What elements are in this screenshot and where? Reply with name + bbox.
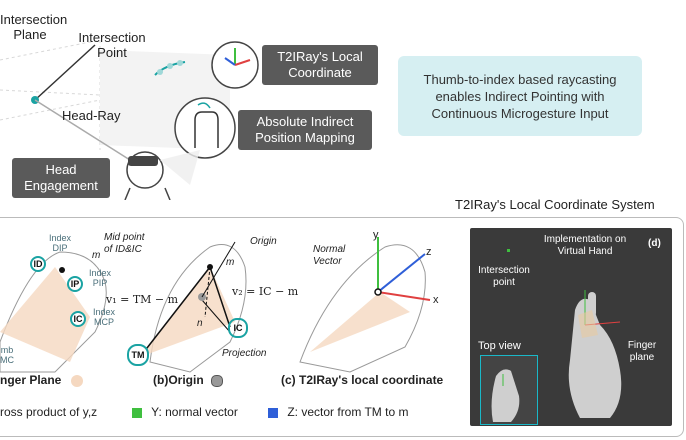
legend-z-text: Z: vector from TM to m (287, 405, 409, 419)
origin-swatch (211, 374, 223, 387)
legend-z: Z: vector from TM to m (268, 405, 408, 419)
summary-text: Thumb-to-index based raycasting enables … (423, 71, 617, 121)
projection-label: Projection (222, 348, 267, 359)
panel-a-caption: nger Plane (0, 373, 83, 387)
skin-swatch (70, 374, 83, 387)
section-title: T2IRay's Local Coordinate System (455, 197, 655, 212)
x-axis-label: x (433, 294, 439, 306)
panel-b-illustration (139, 241, 247, 373)
ip-joint-label: IP (70, 279, 80, 289)
index-mcp-label: Index MCP (92, 307, 116, 327)
midpoint-label: Mid point of ID&IC (104, 232, 145, 255)
v2-equation: v₂ = IC − m (232, 285, 299, 298)
intersection-plane-label: Intersection Plane (0, 12, 68, 42)
m-label-a: m (92, 250, 101, 261)
panel-c-caption: (c) T2IRay's local coordinate (281, 373, 444, 387)
coordinate-system-panel (0, 217, 684, 437)
normal-vector-label: Normal Vector (313, 244, 346, 267)
legend-z-swatch (268, 407, 278, 418)
virtual-hand-illustration (568, 290, 622, 418)
local-coordinate-box: T2IRay's Local Coordinate (262, 45, 378, 85)
legend-cross-text: ross product of y,z (0, 405, 98, 419)
intersection-point-label: Intersection Point (78, 30, 146, 60)
head-ray-label: Head-Ray (62, 108, 121, 123)
finger-plane-label: Finger plane (627, 340, 657, 363)
x-axis-line (377, 291, 431, 301)
panel-b-caption-text: (b)Origin (153, 373, 204, 387)
panel-a-illustration (0, 251, 107, 373)
legend-y-swatch (132, 407, 142, 418)
panel-b-caption: (b)Origin (153, 373, 223, 387)
intersection-point-label-d: Intersection point (478, 265, 530, 288)
index-pip-label: Index PIP (88, 268, 112, 288)
intersection-point-marker (507, 249, 510, 252)
legend-y: Y: normal vector (132, 405, 238, 419)
ic-joint-label: IC (73, 314, 83, 324)
n-label: n (197, 318, 203, 329)
ic-joint-label-b: IC (228, 318, 248, 338)
top-illustration (0, 39, 259, 200)
top-view-hand (491, 369, 520, 422)
tm-joint-label: TM (127, 344, 149, 366)
id-joint-label: ID (33, 259, 43, 269)
y-axis-label: y (373, 229, 379, 241)
thumb-cmc-label: mb MC (0, 345, 14, 365)
legend-y-text: Y: normal vector (151, 405, 238, 419)
origin-label: Origin (250, 236, 277, 247)
z-axis-label: z (426, 246, 432, 258)
position-mapping-box: Absolute Indirect Position Mapping (238, 110, 372, 150)
top-view-inset (480, 355, 538, 425)
virtual-hand-title: Implementation on Virtual Hand (543, 234, 627, 257)
m-label-b: m (226, 257, 235, 268)
head-engagement-box: Head Engagement (12, 158, 110, 198)
legend-cross: ross product of y,z (0, 405, 97, 419)
panel-c-illustration (299, 237, 431, 373)
z-axis-line (377, 253, 426, 293)
panel-a-caption-text: nger Plane (0, 373, 62, 387)
index-dip-label: Index DIP (48, 233, 72, 253)
summary-box: Thumb-to-index based raycasting enables … (398, 56, 642, 136)
panel-d-tag: (d) (648, 238, 661, 249)
top-view-label: Top view (478, 340, 521, 352)
v1-equation: v₁ = TM − m (106, 293, 179, 306)
